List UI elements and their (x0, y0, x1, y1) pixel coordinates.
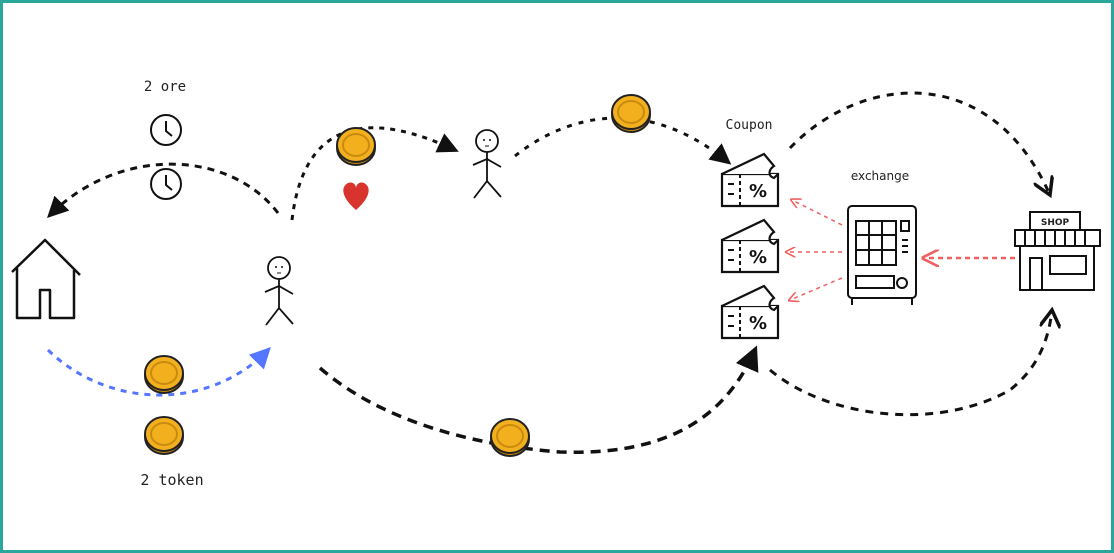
coin-icon (490, 418, 530, 457)
flow-house-to-person-tokens (46, 346, 271, 397)
shop-icon (1014, 211, 1101, 291)
flow-exchange-to-coupon-3 (790, 277, 843, 300)
flow-exchange-to-coupon-1 (792, 200, 843, 226)
flow-person-to-house (47, 162, 280, 218)
coin-icon (144, 355, 184, 394)
flow-coupon-to-shop-lower (769, 310, 1052, 417)
person-icon (264, 256, 294, 326)
coin-icon (144, 416, 184, 455)
hours-label: 2 ore (144, 79, 186, 95)
tokens-label: 2 token (140, 471, 203, 489)
clock-icon (150, 168, 182, 200)
coupon-icon (720, 284, 780, 340)
clock-icon (150, 114, 182, 146)
heart-icon (343, 182, 369, 210)
coin-icon (336, 127, 376, 166)
coupon-icon (720, 218, 780, 274)
vending-machine-icon (847, 205, 917, 305)
coupon-label: Coupon (726, 118, 773, 133)
shop-sign: SHOP (1041, 218, 1070, 228)
person-icon (472, 129, 502, 199)
coin-icon (611, 94, 651, 133)
exchange-label: exchange (851, 169, 909, 183)
flow-person-to-coupon (514, 116, 732, 165)
house-icon (11, 238, 81, 320)
coupon-icon (720, 152, 780, 208)
flow-person-to-coupon-lower (318, 345, 759, 454)
flow-coupon-to-shop (788, 91, 1050, 195)
